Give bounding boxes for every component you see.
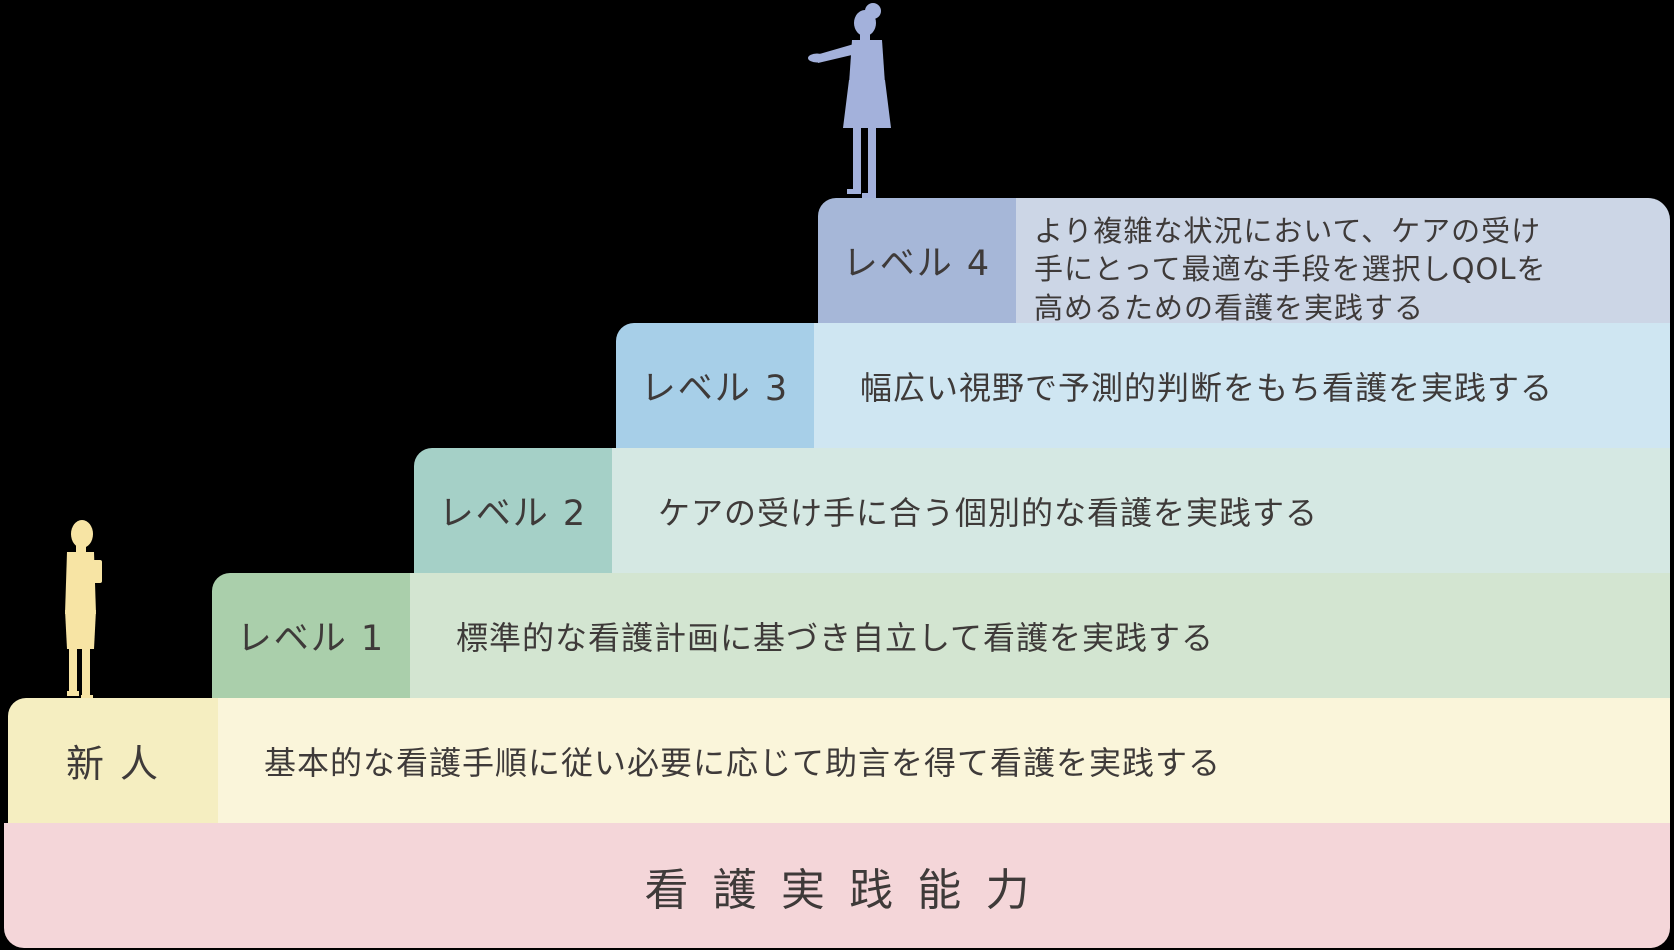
step-description-line: より複雑な状況において、ケアの受け [1034, 214, 1542, 248]
step-row-level2: レベル 2 ケアの受け手に合う個別的な看護を実践する [414, 448, 1670, 573]
step-description-line: 手にとって最適な手段を選択しQOLを [1034, 252, 1547, 287]
step-label-text-shinjin: 新 人 [65, 742, 161, 786]
step-row-level1: レベル 1 標準的な看護計画に基づき自立して看護を実践する [212, 573, 1670, 698]
base-bar: 看護実践能力 [4, 823, 1670, 948]
step-description-text-level3: 幅広い視野で予測的判断をもち看護を実践する [860, 368, 1554, 407]
step-description-text-shinjin: 基本的な看護手順に従い必要に応じて助言を得て看護を実践する [264, 743, 1222, 782]
senior-nurse-silhouette-icon [808, 3, 891, 198]
step-description-level4: より複雑な状況において、ケアの受け 手にとって最適な手段を選択しQOLを 高める… [1016, 198, 1670, 325]
step-description-text-level2: ケアの受け手に合う個別的な看護を実践する [658, 493, 1319, 532]
base-bar-title: 看護実践能力 [644, 864, 1054, 916]
step-label-text-level4: レベル 4 [842, 244, 992, 284]
step-label-level2: レベル 2 [414, 448, 612, 573]
step-label-level1: レベル 1 [212, 573, 410, 698]
step-description-shinjin: 基本的な看護手順に従い必要に応じて助言を得て看護を実践する [218, 698, 1670, 823]
step-description-level1: 標準的な看護計画に基づき自立して看護を実践する [410, 573, 1670, 698]
step-label-text-level1: レベル 1 [236, 619, 386, 659]
step-description-line: 高めるための看護を実践する [1034, 290, 1425, 325]
step-row-level4: レベル 4 より複雑な状況において、ケアの受け 手にとって最適な手段を選択しQO… [818, 198, 1670, 325]
step-row-shinjin: 新 人 基本的な看護手順に従い必要に応じて助言を得て看護を実践する [8, 698, 1670, 823]
step-label-text-level3: レベル 3 [640, 369, 790, 409]
novice-nurse-silhouette-icon [65, 520, 102, 700]
step-description-level3: 幅広い視野で予測的判断をもち看護を実践する [814, 323, 1670, 448]
step-description-level2: ケアの受け手に合う個別的な看護を実践する [612, 448, 1670, 573]
step-label-level3: レベル 3 [616, 323, 814, 448]
step-description-text-level1: 標準的な看護計画に基づき自立して看護を実践する [456, 618, 1215, 657]
step-label-shinjin: 新 人 [8, 698, 218, 823]
step-label-text-level2: レベル 2 [438, 494, 588, 534]
step-label-level4: レベル 4 [818, 198, 1016, 323]
step-row-level3: レベル 3 幅広い視野で予測的判断をもち看護を実践する [616, 323, 1670, 448]
